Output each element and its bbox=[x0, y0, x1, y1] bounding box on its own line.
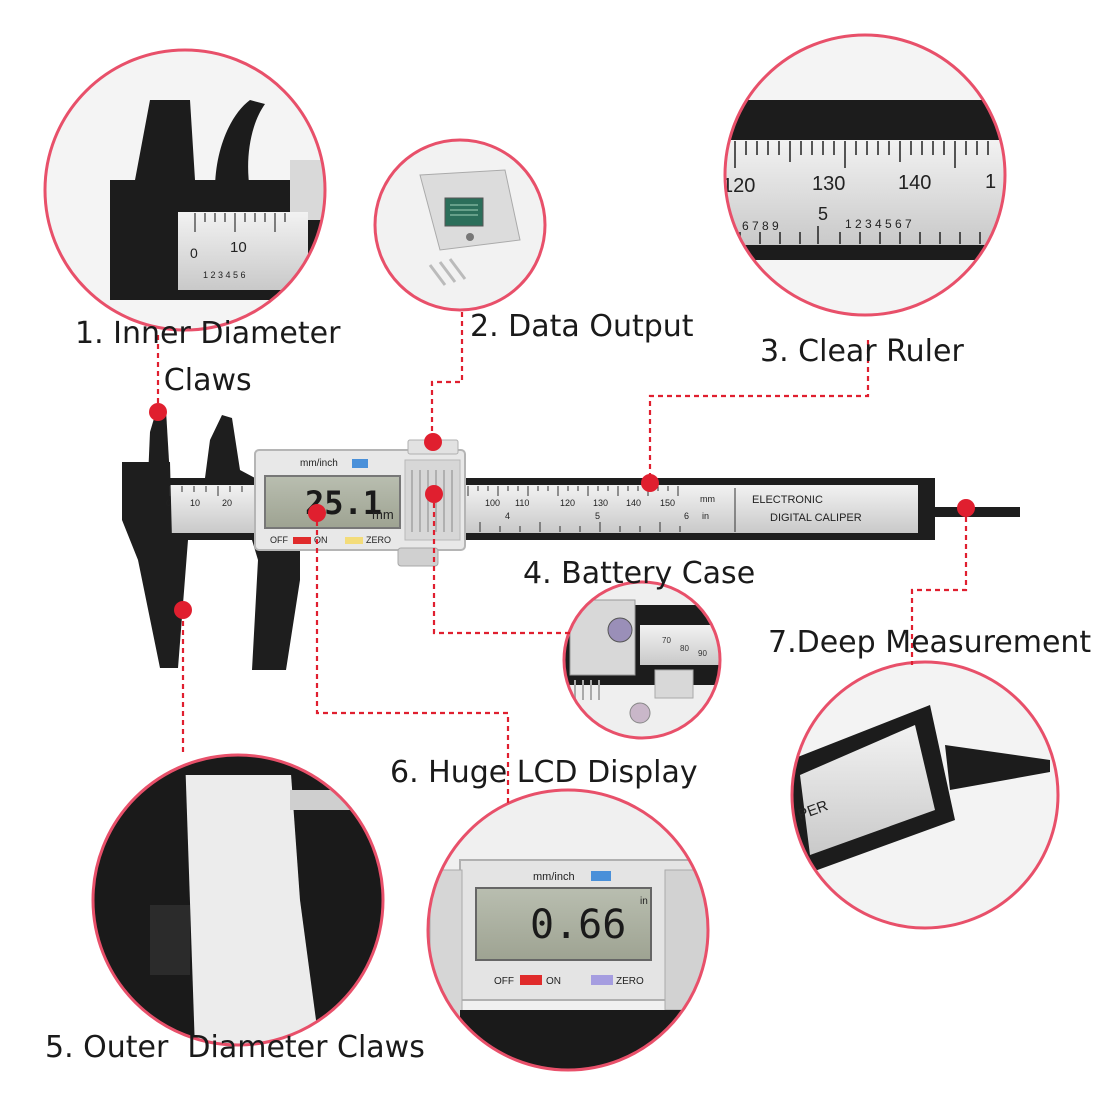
zoom1-inch-digits: 1 2 3 4 5 6 bbox=[203, 270, 246, 280]
zero-label: ZERO bbox=[366, 535, 391, 545]
zoom-deep-measurement: PER bbox=[792, 662, 1058, 928]
zoom1-zero: 0 bbox=[190, 245, 198, 261]
ruler-tick-120: 120 bbox=[560, 498, 575, 508]
dot-deep-measurement bbox=[957, 499, 975, 517]
callout-clear-ruler: 3. Clear Ruler bbox=[760, 334, 964, 369]
zoom4-ruler-70: 70 bbox=[662, 636, 671, 645]
zoom7-ring bbox=[790, 660, 1060, 930]
thumb-wheel bbox=[397, 547, 439, 567]
zoom3-label-edge: 1 bbox=[985, 171, 996, 193]
zoom-data-output bbox=[375, 140, 545, 310]
zoom3-inch-left: 6 7 8 9 bbox=[742, 219, 779, 233]
zoom3-inch-right: 1 2 3 4 5 6 7 bbox=[845, 217, 912, 231]
callout-deep-measurement: 7.Deep Measurement bbox=[768, 625, 1092, 660]
zoom4-ring bbox=[562, 580, 722, 740]
zoom-inner-claws: 10 0 1 2 3 4 5 6 bbox=[45, 50, 325, 330]
zoom4-ruler-90: 90 bbox=[698, 649, 707, 658]
ruler-tick-0: 0 bbox=[166, 498, 171, 508]
ruler-inch-4: 4 bbox=[505, 511, 510, 521]
zoom-clear-ruler: 120 130 140 1 6 7 8 9 5 1 2 3 4 5 6 7 bbox=[722, 35, 1005, 315]
unit-button-indicator bbox=[352, 459, 368, 468]
zoom-lcd-display bbox=[428, 790, 708, 1070]
zero-button bbox=[345, 537, 363, 544]
on-label: ON bbox=[314, 535, 328, 545]
zoom5-ring bbox=[91, 753, 385, 1047]
zoom3-label-120: 120 bbox=[722, 175, 755, 197]
brand-line-2: DIGITAL CALIPER bbox=[770, 512, 862, 524]
off-label: OFF bbox=[270, 535, 288, 545]
zoom6-reading: 0.66 bbox=[530, 902, 626, 948]
fixed-inner-jaw bbox=[148, 405, 170, 478]
ruler-inch-5: 5 bbox=[595, 511, 600, 521]
ruler-tick-mm: mm bbox=[700, 494, 715, 504]
zoom-battery-case: 70 80 90 bbox=[564, 582, 720, 738]
sliding-outer-jaw bbox=[252, 540, 300, 670]
zoom3-ring bbox=[723, 33, 1007, 317]
dot-battery-case bbox=[425, 485, 443, 503]
leader-lines bbox=[156, 312, 968, 805]
callout-lcd-display: 6. Huge LCD Display bbox=[390, 755, 698, 790]
ruler-tick-10: 10 bbox=[190, 498, 200, 508]
lcd-unit: mm bbox=[372, 507, 394, 522]
dot-lcd-display bbox=[308, 504, 326, 522]
caliper-body bbox=[122, 405, 1020, 670]
zoom3-label-140: 140 bbox=[898, 172, 931, 194]
callout-battery-case: 4. Battery Case bbox=[523, 556, 756, 591]
zoom1-scale-10: 10 bbox=[230, 239, 247, 256]
callout-outer-claws: 5. Outer Diameter Claws bbox=[45, 1030, 425, 1065]
zoom3-inch-major: 5 bbox=[818, 204, 828, 224]
sliding-inner-jaw bbox=[205, 415, 255, 478]
zoom6-off: OFF bbox=[494, 976, 514, 987]
dot-inner-claws bbox=[149, 403, 167, 421]
dot-data-output bbox=[424, 433, 442, 451]
ruler-tick-150: 150 bbox=[660, 498, 675, 508]
zoom2-ring bbox=[373, 138, 547, 312]
zoom6-unit: in bbox=[640, 896, 648, 907]
ruler-inch-in: in bbox=[702, 511, 709, 521]
ruler-tick-110: 110 bbox=[515, 498, 529, 508]
zoom6-on: ON bbox=[546, 976, 561, 987]
dot-outer-claws bbox=[174, 601, 192, 619]
ruler-tick-140: 140 bbox=[626, 498, 641, 508]
ruler-inch-6: 6 bbox=[684, 511, 689, 521]
zoom1-ring bbox=[43, 48, 327, 332]
zoom3-label-130: 130 bbox=[812, 173, 845, 195]
zoom6-unit-button: mm/inch bbox=[533, 871, 575, 883]
callout-data-output: 2. Data Output bbox=[470, 309, 694, 344]
callout-dots bbox=[149, 403, 975, 619]
ruler-tick-130: 130 bbox=[593, 498, 608, 508]
callout-inner-claws: 1. Inner Diameter Claws bbox=[75, 316, 341, 398]
brand-line-1: ELECTRONIC bbox=[752, 494, 823, 506]
ruler-tick-100: 100 bbox=[485, 498, 500, 508]
fixed-outer-jaw bbox=[122, 462, 188, 668]
unit-button-label: mm/inch bbox=[300, 458, 338, 469]
depth-rod bbox=[935, 507, 1020, 517]
on-off-button bbox=[293, 537, 311, 544]
dot-clear-ruler bbox=[641, 474, 659, 492]
zoom6-ring bbox=[426, 788, 710, 1072]
zoom6-zero: ZERO bbox=[616, 976, 644, 987]
lcd-screen bbox=[264, 475, 401, 529]
callout-inner-claws-line2: Claws bbox=[163, 362, 252, 398]
ruler-tick-20: 20 bbox=[222, 498, 232, 508]
zoom-outer-claws bbox=[93, 755, 383, 1045]
zoom4-ruler-80: 80 bbox=[680, 644, 689, 653]
callout-inner-claws-line1: 1. Inner Diameter bbox=[75, 316, 341, 351]
